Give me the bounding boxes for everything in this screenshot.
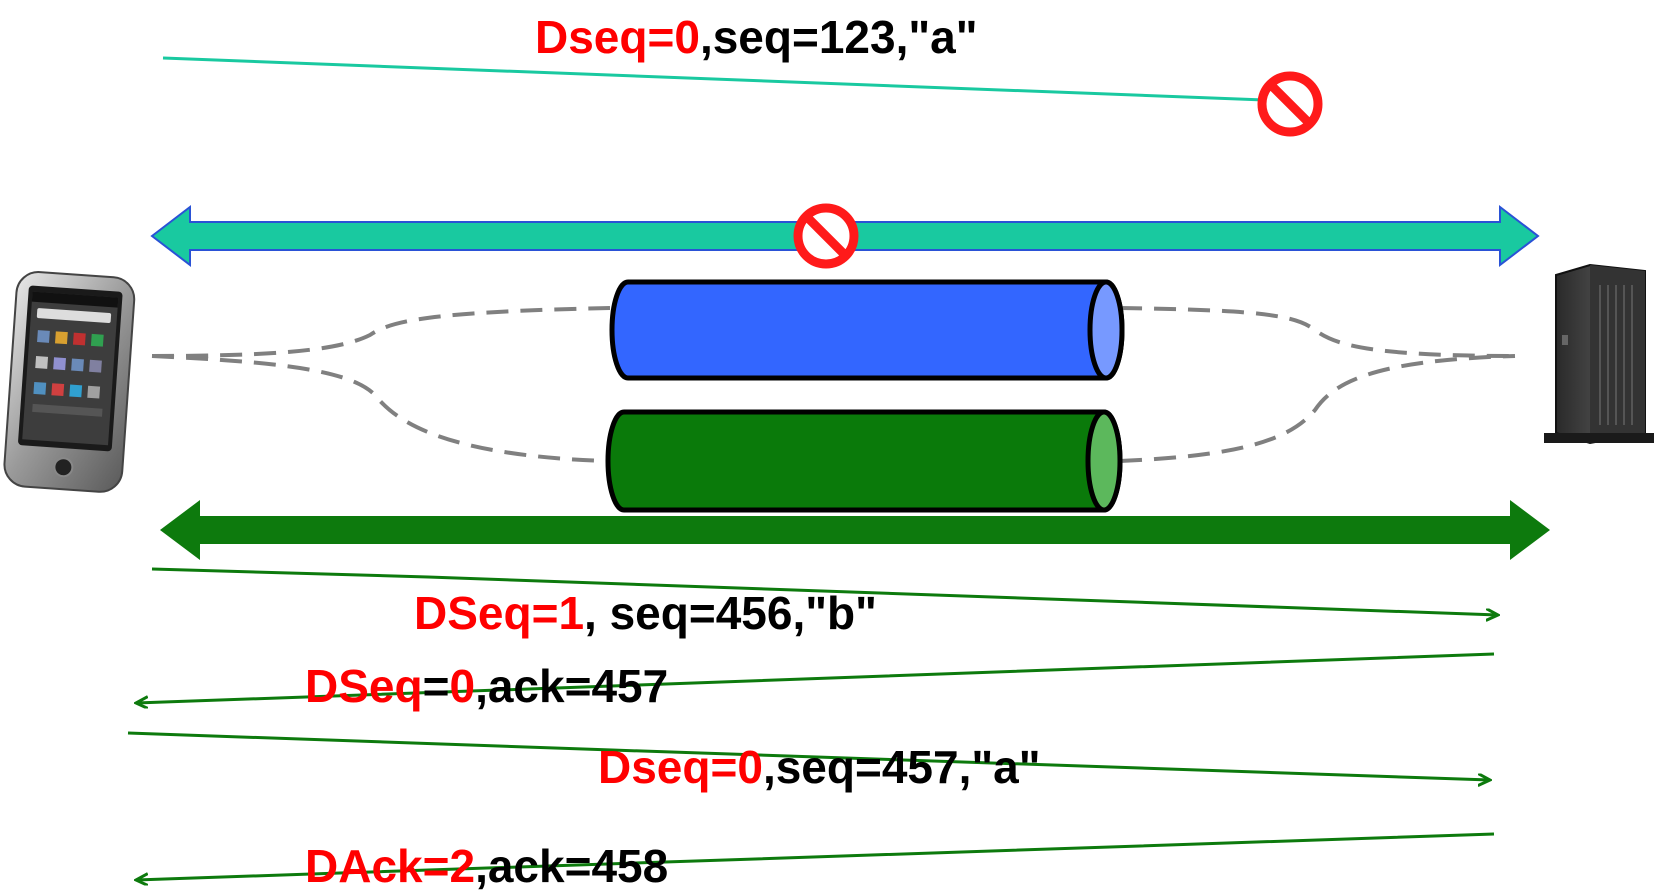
message-label-m3: DSeq=0,ack=457: [305, 663, 668, 709]
msg-arrow-m2: [151, 567, 1498, 615]
server-tower-icon: [1544, 263, 1654, 445]
m3-black2: ,ack=457: [475, 660, 669, 712]
message-lines: [127, 567, 1498, 880]
msg-arrow-m3: [136, 652, 1495, 703]
smartphone-icon: [3, 271, 136, 493]
m2-black: , seq=456,"b": [584, 587, 877, 639]
dashed-path-green: [151, 354, 1516, 463]
m4-red: Dseq=0: [598, 741, 763, 793]
m3-red2: 0: [449, 660, 476, 712]
m1-red: Dseq=0: [535, 11, 700, 63]
green-subflow-arrow: [160, 500, 1550, 560]
message-label-m1: Dseq=0,seq=123,"a": [535, 14, 978, 60]
msg-arrow-m4: [127, 731, 1490, 780]
message-label-m5: DAck=2,ack=458: [305, 843, 668, 889]
no-entry-icon: [1257, 71, 1323, 137]
msg-arrow-m5: [136, 832, 1495, 880]
m5-black: ,ack=458: [475, 840, 669, 892]
lost-segment-line: [162, 56, 1291, 103]
message-label-m4: Dseq=0,seq=457,"a": [598, 744, 1041, 790]
m5-red: DAck=2: [305, 840, 476, 892]
m1-black: ,seq=123,"a": [699, 11, 978, 63]
dashed-path-blue: [151, 306, 1516, 358]
m3-red: DSeq: [305, 660, 423, 712]
m4-black: ,seq=457,"a": [762, 741, 1041, 793]
message-label-m2: DSeq=1, seq=456,"b": [414, 590, 877, 636]
blue-subflow-pipe: [609, 279, 1125, 381]
m2-red: DSeq=1: [414, 587, 585, 639]
no-entry-icon: [793, 203, 859, 269]
green-subflow-pipe: [605, 409, 1123, 513]
m3-black1: =: [422, 660, 450, 712]
